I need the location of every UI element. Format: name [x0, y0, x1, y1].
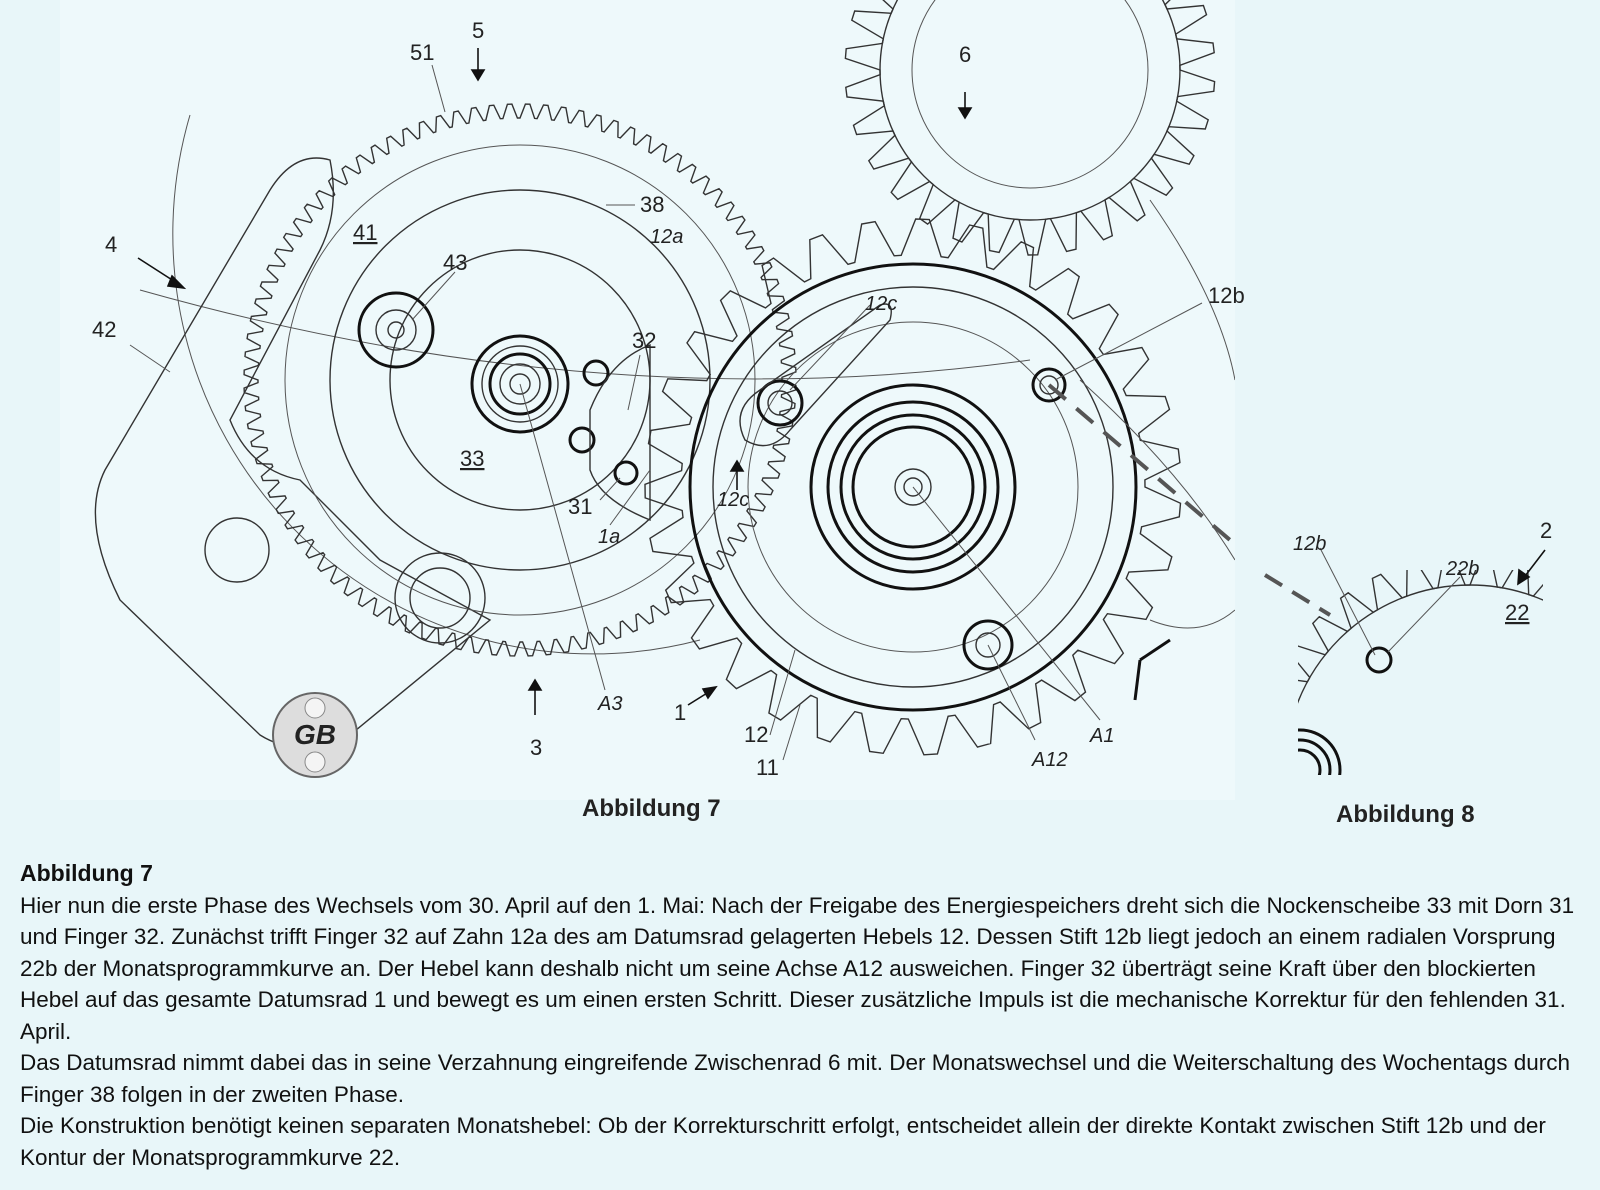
label-6: 6 [959, 42, 971, 67]
label-4: 4 [105, 232, 117, 257]
intermediate-wheel-6 [844, 0, 1216, 256]
label-1: 1 [674, 700, 686, 725]
description-title: Abbildung 7 [20, 860, 153, 886]
label-31: 31 [568, 494, 592, 519]
hub-A3 [470, 334, 570, 434]
finger-circle-upper [582, 359, 610, 387]
label-5: 5 [472, 18, 484, 43]
label-A1: A1 [1089, 725, 1114, 747]
fig8-label-12b: 12b [1293, 533, 1326, 555]
caption-figure-7: Abbildung 7 [582, 795, 721, 822]
fig8-label-22b: 22b [1445, 558, 1479, 580]
gb-logo: GB [272, 692, 358, 778]
label-A3: A3 [597, 693, 622, 715]
figure-8-panel [1263, 570, 1543, 775]
pin-43 [357, 291, 435, 369]
mechanism-drawing: GB 5 [60, 0, 1553, 828]
label-12b: 12b [1208, 283, 1245, 308]
reference-dash-line [1047, 383, 1235, 547]
pin-A12 [962, 619, 1014, 671]
description-paragraph-2: Das Datumsrad nimmt dabei das in seine V… [20, 1050, 1570, 1107]
label-43: 43 [443, 250, 467, 275]
label-32: 32 [632, 328, 656, 353]
fig8-pin-12b [1365, 646, 1393, 674]
label-12c-bottom: 12c [717, 489, 749, 511]
figure-7-panel [60, 0, 1235, 800]
label-11: 11 [756, 755, 779, 780]
label-33: 33 [460, 446, 484, 471]
fig8-label-22: 22 [1505, 600, 1529, 625]
label-3: 3 [530, 735, 542, 760]
description-paragraph-3: Die Konstruktion benötigt keinen separat… [20, 1113, 1546, 1170]
pin-31 [613, 460, 639, 486]
fig8-dash-line [1263, 573, 1332, 617]
date-wheel-1 [644, 218, 1182, 756]
label-12a: 12a [650, 226, 683, 248]
label-1a: 1a [598, 526, 620, 548]
label-A12: A12 [1031, 749, 1068, 771]
label-41: 41 [353, 220, 377, 245]
description: Abbildung 7 Hier nun die erste Phase des… [20, 858, 1580, 1173]
label-12c-top: 12c [865, 293, 897, 315]
label-42: 42 [92, 317, 116, 342]
label-51: 51 [410, 40, 434, 65]
description-paragraph-1: Hier nun die erste Phase des Wechsels vo… [20, 892, 1575, 1044]
lever-hole-left [204, 517, 270, 583]
caption-figure-8: Abbildung 8 [1336, 801, 1475, 828]
fig8-label-2: 2 [1540, 518, 1552, 543]
pin-12b [1031, 367, 1067, 403]
label-12: 12 [744, 722, 768, 747]
lever-12-pivot [756, 379, 804, 427]
finger-circle-lower [568, 426, 596, 454]
label-38: 38 [640, 192, 664, 217]
gb-logo-text: GB [294, 719, 336, 750]
